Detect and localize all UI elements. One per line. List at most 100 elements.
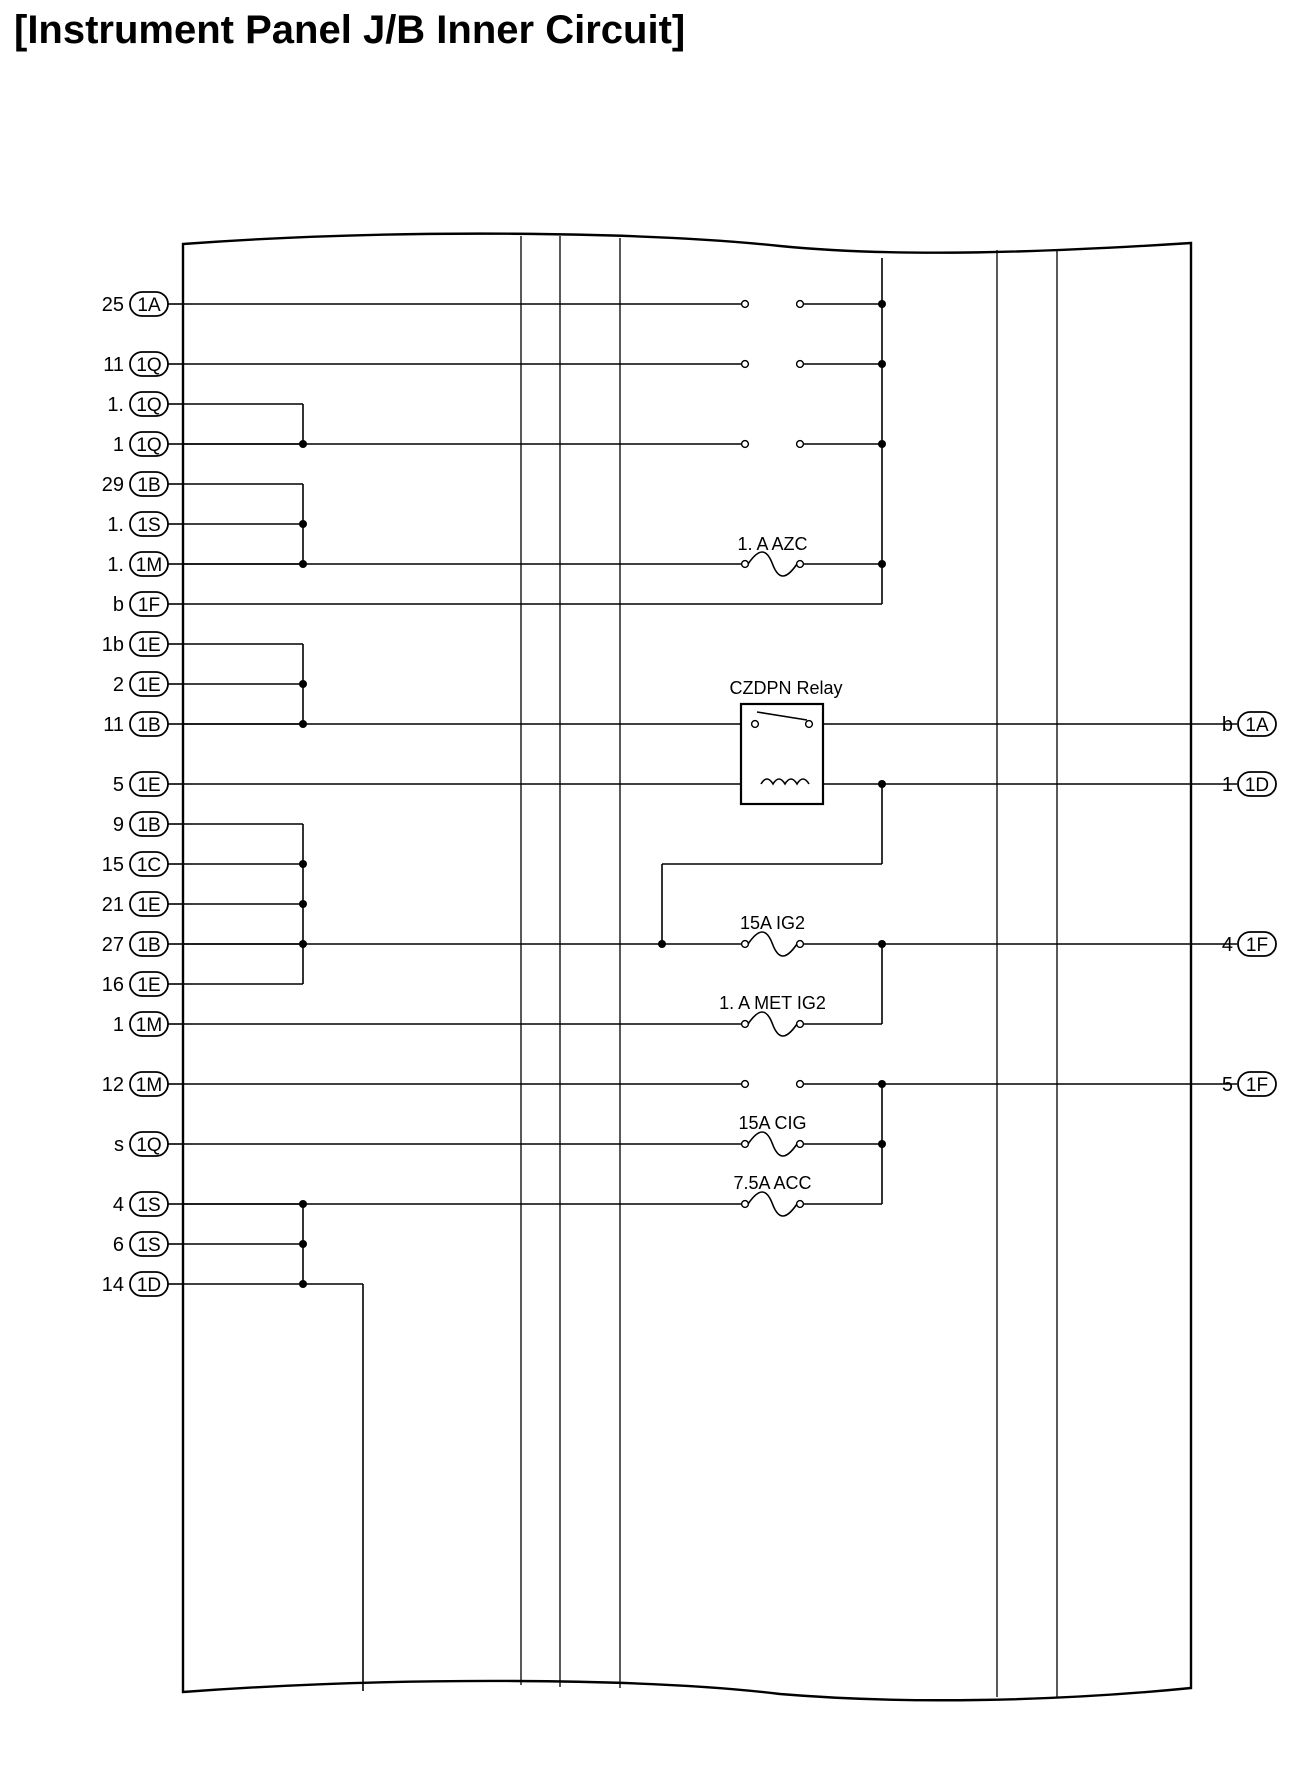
left-connector-id: 1B — [137, 475, 160, 496]
terminal — [795, 299, 805, 309]
junction-dot — [658, 940, 666, 948]
left-pin-number: 29 — [102, 474, 124, 496]
left-connector-id: 1E — [137, 635, 160, 656]
junction-dot — [878, 780, 886, 788]
junction-dot — [299, 520, 307, 528]
fuse-symbol — [747, 1191, 798, 1217]
left-pin-number: 4 — [113, 1194, 124, 1216]
left-pin-number: 12 — [102, 1074, 124, 1096]
terminal — [740, 1199, 750, 1209]
fuse-symbol — [747, 931, 798, 957]
fuse-label: 1. A MET IG2 — [719, 993, 826, 1013]
junction-dot — [299, 1240, 307, 1248]
left-connector-id: 1E — [137, 975, 160, 996]
terminal — [740, 359, 750, 369]
junction-dot — [299, 720, 307, 728]
left-pin-number: 11 — [103, 354, 124, 376]
fuse-label: 1. A AZC — [737, 534, 807, 554]
terminal — [795, 1079, 805, 1089]
junction-dot — [878, 440, 886, 448]
junction-dot — [299, 1200, 307, 1208]
left-connector-id: 1B — [137, 715, 160, 736]
relay-box — [739, 702, 825, 806]
terminal — [795, 439, 805, 449]
left-pin-number: 5 — [113, 774, 124, 796]
left-pin-number: 2 — [113, 674, 124, 696]
fuse-symbol — [747, 551, 798, 577]
fuse-label: 15A CIG — [738, 1113, 806, 1133]
left-pin-number: 16 — [102, 974, 124, 996]
relay-coil — [760, 778, 810, 786]
right-connector-badge — [1237, 931, 1277, 957]
right-connector-id: 1D — [1245, 775, 1269, 796]
junction-dot — [299, 900, 307, 908]
left-pin-number: 6 — [113, 1234, 124, 1256]
terminal — [750, 719, 760, 729]
left-connector-id: 1M — [136, 1015, 162, 1036]
left-connector-id: 1Q — [136, 355, 161, 376]
left-pin-number: 27 — [102, 934, 124, 956]
junction-dot — [299, 940, 307, 948]
left-connector-id: 1B — [137, 815, 160, 836]
terminal — [740, 1079, 750, 1089]
relay-label: CZDPN Relay — [729, 678, 842, 698]
right-connector-badge — [1237, 1071, 1277, 1097]
terminal — [804, 719, 814, 729]
junction-dot — [299, 860, 307, 868]
left-connector-id: 1Q — [136, 1135, 161, 1156]
right-connector-badge — [1237, 711, 1277, 737]
right-pin-number: 5 — [1222, 1074, 1233, 1096]
terminal — [740, 299, 750, 309]
left-connector-id: 1F — [138, 595, 160, 616]
left-connector-id: 1E — [137, 675, 160, 696]
fuse-label: 7.5A ACC — [733, 1173, 811, 1193]
right-pin-number: 4 — [1222, 934, 1233, 956]
junction-dot — [878, 1080, 886, 1088]
left-pin-number: 25 — [102, 294, 124, 316]
terminal — [795, 939, 805, 949]
left-connector-id: 1D — [137, 1275, 161, 1296]
left-pin-number: 15 — [102, 854, 124, 876]
left-pin-number: 1. — [107, 554, 124, 576]
junction-dot — [299, 680, 307, 688]
fuse-symbol — [747, 1011, 798, 1037]
terminal — [795, 1019, 805, 1029]
left-connector-id: 1C — [137, 855, 161, 876]
right-pin-number: b — [1222, 714, 1233, 736]
terminal — [740, 1139, 750, 1149]
relay-switch-arm — [756, 711, 808, 721]
right-pin-number: 1 — [1222, 774, 1233, 796]
left-connector-id: 1S — [137, 515, 160, 536]
left-connector-id: 1M — [136, 1075, 162, 1096]
right-connector-id: 1F — [1246, 1075, 1268, 1096]
terminal — [740, 439, 750, 449]
terminal — [740, 1019, 750, 1029]
junction-dot — [299, 440, 307, 448]
terminal — [795, 359, 805, 369]
left-connector-id: 1S — [137, 1195, 160, 1216]
fuse-label: 15A IG2 — [740, 913, 805, 933]
terminal — [795, 559, 805, 569]
junction-dot — [878, 1140, 886, 1148]
junction-dot — [878, 360, 886, 368]
junction-dot — [878, 560, 886, 568]
left-pin-number: 14 — [102, 1274, 124, 1296]
terminal — [795, 1139, 805, 1149]
left-connector-id: 1A — [137, 295, 161, 316]
left-connector-id: 1Q — [136, 435, 161, 456]
junction-dot — [299, 1280, 307, 1288]
page-title: [Instrument Panel J/B Inner Circuit] — [14, 8, 686, 52]
right-connector-badge — [1237, 771, 1277, 797]
junction-dot — [299, 560, 307, 568]
left-pin-number: 1 — [113, 434, 124, 456]
left-connector-id: 1M — [136, 555, 162, 576]
junction-dot — [878, 300, 886, 308]
terminal — [740, 939, 750, 949]
left-pin-number: 21 — [102, 894, 124, 916]
left-connector-id: 1B — [137, 935, 160, 956]
left-pin-number: b — [113, 594, 124, 616]
left-pin-number: 9 — [113, 814, 124, 836]
left-pin-number: 11 — [103, 714, 124, 736]
right-connector-id: 1F — [1246, 935, 1268, 956]
